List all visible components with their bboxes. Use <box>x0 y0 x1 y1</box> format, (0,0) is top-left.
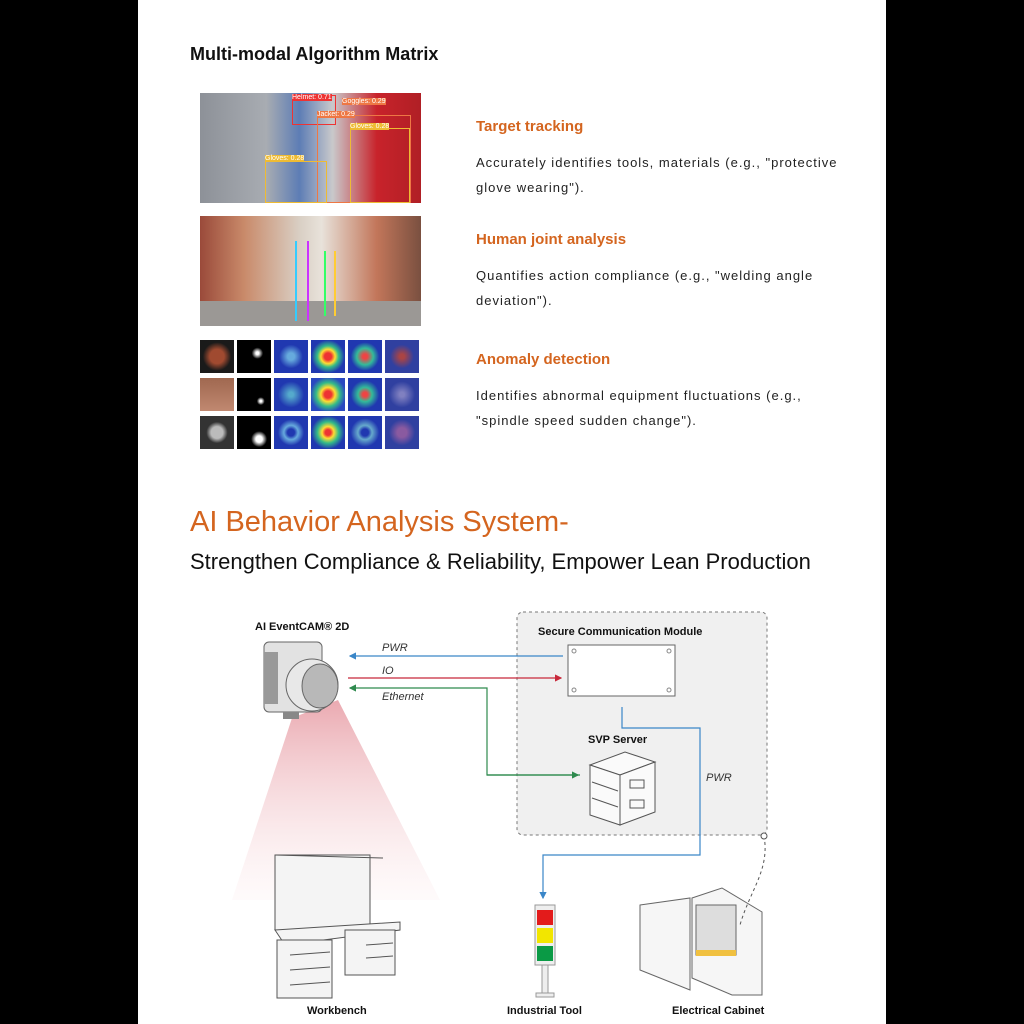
io-link-label: IO <box>382 665 394 677</box>
server-icon <box>588 751 657 826</box>
detection-label: Helmet: 0.71 <box>292 94 332 101</box>
floor <box>200 301 421 326</box>
tool-label: Industrial Tool <box>507 1005 582 1017</box>
communication-module-icon <box>567 644 676 697</box>
camera-view-cone <box>232 700 440 900</box>
skeleton-overlay <box>324 251 336 316</box>
feature-title: Anomaly detection <box>476 351 611 368</box>
camera-icon <box>263 641 339 719</box>
worker-detection-image: Helmet: 0.71 Goggles: 0.29 Jacket: 0.29 … <box>200 93 421 203</box>
camera-label: AI EventCAM® 2D <box>255 621 350 633</box>
anomaly-heatmap-image <box>200 340 421 450</box>
feature-text: Accurately identifies tools, materials (… <box>476 155 838 195</box>
feature-title: Human joint analysis <box>476 231 627 248</box>
skeleton-overlay <box>295 241 309 321</box>
detection-label: Gloves: 0.28 <box>265 155 305 162</box>
pwr-link-label: PWR <box>382 642 408 654</box>
workbench-icon <box>274 854 401 999</box>
feature-text: Identifies abnormal equipment fluctuatio… <box>476 388 802 428</box>
pwr2-link-label: PWR <box>706 772 732 784</box>
section-title: Multi-modal Algorithm Matrix <box>190 44 439 64</box>
feature-text: Quantifies action compliance (e.g., "wel… <box>476 268 814 308</box>
feature-title: Target tracking <box>476 118 584 135</box>
server-label: SVP Server <box>588 734 648 746</box>
headline-title: AI Behavior Analysis System- <box>190 506 569 538</box>
electrical-cabinet-icon <box>639 887 763 996</box>
warehouse-pose-image <box>200 216 421 326</box>
workbench-label: Workbench <box>307 1005 367 1017</box>
ethernet-link-label: Ethernet <box>382 691 424 703</box>
headline-subtitle: Strengthen Compliance & Reliability, Emp… <box>190 549 811 574</box>
detection-label: Gloves: 0.28 <box>350 123 390 130</box>
module-label: Secure Communication Module <box>538 626 703 638</box>
detection-label: Goggles: 0.29 <box>342 98 386 105</box>
detection-label: Jacket: 0.29 <box>317 111 355 118</box>
industrial-tool-icon <box>534 904 556 998</box>
cabinet-label: Electrical Cabinet <box>672 1005 765 1017</box>
